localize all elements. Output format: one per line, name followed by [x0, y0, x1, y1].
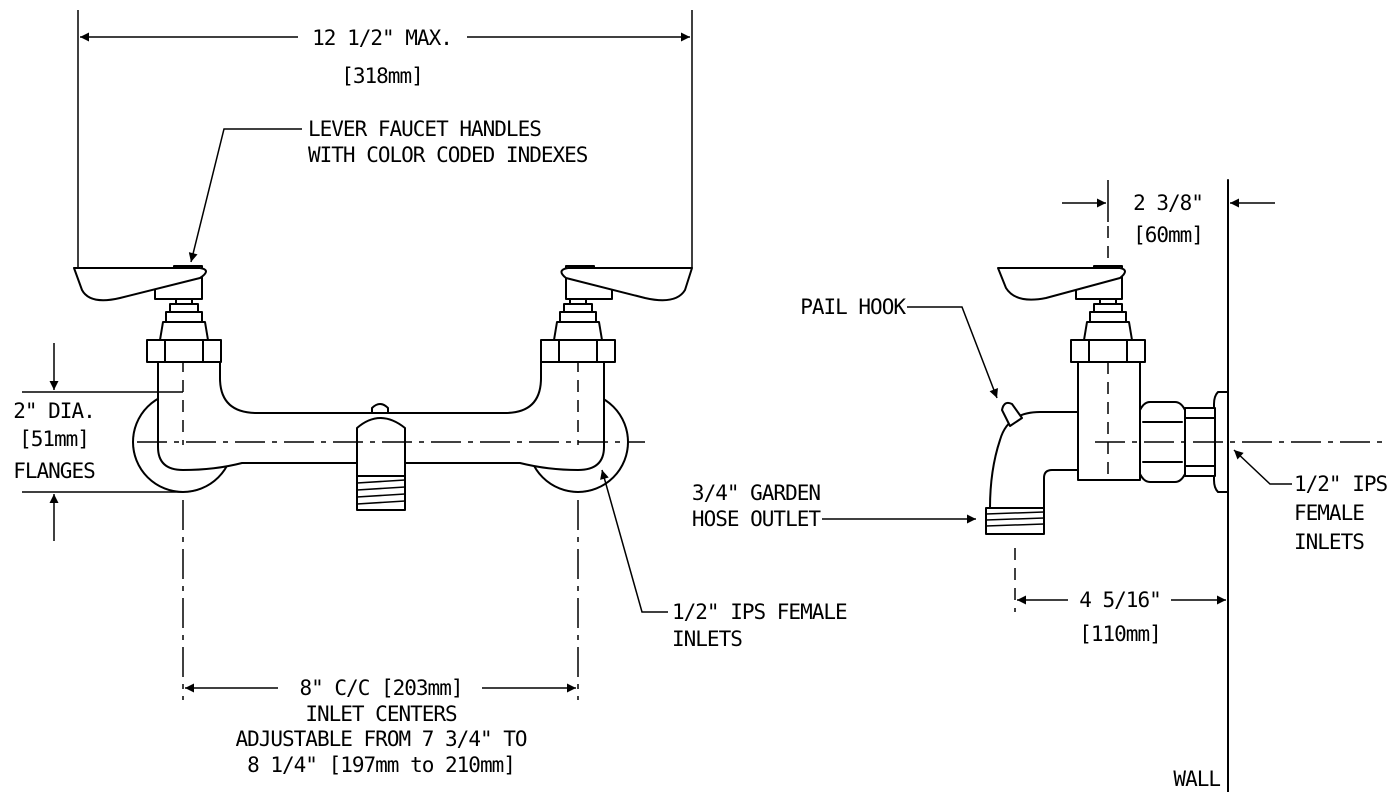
side-inlet-line1: 1/2" IPS	[1294, 472, 1388, 496]
outlet-label-line1: 3/4" GARDEN	[692, 481, 820, 505]
handle-note-line2: WITH COLOR CODED INDEXES	[308, 143, 588, 167]
side-valve	[1070, 295, 1146, 363]
side-inlet-line2: FEMALE	[1294, 501, 1364, 525]
depth-label: 2 3/8"	[1133, 191, 1203, 215]
centers-label-line1: 8" C/C [203mm]	[299, 676, 462, 700]
outlet-leader: 3/4" GARDEN HOSE OUTLET	[692, 481, 976, 531]
right-valve	[540, 295, 616, 363]
centers-label-line4: 8 1/4" [197mm to 210mm]	[247, 753, 515, 777]
flange-dia-label: 2" DIA.	[13, 399, 95, 423]
faucet-body	[157, 359, 605, 511]
side-body	[985, 361, 1141, 535]
front-view: 12 1/2" MAX. [318mm] LEVER FAUCET HANDLE…	[13, 10, 848, 777]
front-inlet-leader: 1/2" IPS FEMALE INLETS	[600, 469, 848, 651]
outlet-label-line2: HOSE OUTLET	[692, 507, 821, 531]
projection-label: 4 5/16"	[1079, 588, 1161, 612]
pail-hook-leader: PAIL HOOK	[800, 295, 998, 399]
front-inlet-note-line1: 1/2" IPS FEMALE	[672, 600, 847, 624]
handle-note-line1: LEVER FAUCET HANDLES	[308, 117, 541, 141]
centers-label-line2: INLET CENTERS	[305, 702, 457, 726]
left-lever-handle	[73, 265, 207, 302]
flange-dia-metric-label: [51mm]	[19, 427, 89, 451]
projection-metric-label: [110mm]	[1079, 622, 1161, 646]
overall-width-dimension: 12 1/2" MAX. [318mm]	[77, 10, 693, 268]
overall-width-label: 12 1/2" MAX.	[312, 26, 452, 50]
centers-label-line3: ADJUSTABLE FROM 7 3/4" TO	[235, 727, 526, 751]
projection-dimension: 4 5/16" [110mm]	[1014, 548, 1226, 646]
front-spout-threads	[356, 475, 406, 511]
side-view: WALL 2 3/8" [60mm]	[692, 179, 1389, 792]
side-inlet-line3: INLETS	[1294, 530, 1364, 554]
handle-leader: LEVER FAUCET HANDLES WITH COLOR CODED IN…	[188, 117, 589, 263]
front-inlet-note-line2: INLETS	[672, 627, 742, 651]
pail-hook-label: PAIL HOOK	[800, 295, 906, 319]
inlet-centers-dimension: 8" C/C [203mm] INLET CENTERS ADJUSTABLE …	[185, 676, 576, 777]
overall-width-metric-label: [318mm]	[341, 64, 423, 88]
side-outlet-threads	[985, 507, 1045, 535]
left-valve	[146, 295, 222, 363]
right-lever-handle	[560, 265, 693, 302]
depth-dimension: 2 3/8" [60mm]	[1062, 180, 1275, 270]
flange-label: FLANGES	[13, 459, 95, 483]
wall-label: WALL	[1173, 767, 1220, 791]
side-lever-handle	[997, 265, 1126, 301]
side-inlet-leader: 1/2" IPS FEMALE INLETS	[1233, 449, 1389, 554]
flange-diameter-dimension: 2" DIA. [51mm] FLANGES	[13, 343, 183, 541]
depth-metric-label: [60mm]	[1133, 223, 1203, 247]
